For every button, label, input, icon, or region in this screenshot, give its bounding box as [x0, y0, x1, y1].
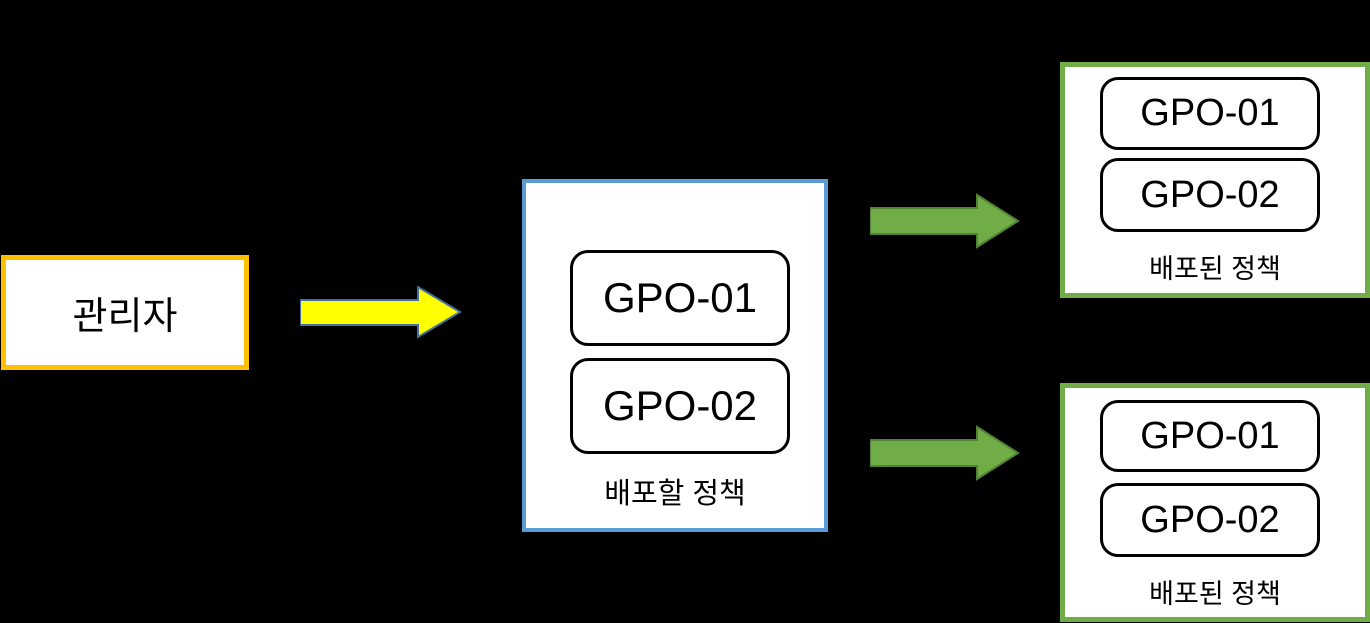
right-arrow-shape [870, 425, 1020, 481]
source-gpo-01-chip: GPO-01 [570, 250, 790, 346]
right-arrow-shape [870, 193, 1020, 249]
deployed-top-gpo-01-label: GPO-01 [1140, 92, 1280, 134]
source-policy-caption: 배포할 정책 [604, 478, 746, 510]
deployed-policy-box-top: GPO-01 GPO-02 배포된 정책 [1060, 62, 1370, 298]
source-gpo-01-label: GPO-01 [602, 274, 758, 321]
arrow-source-to-deployed-top [870, 193, 1020, 249]
admin-box: 관리자 [1, 255, 249, 370]
deployed-bottom-gpo-02-chip: GPO-02 [1100, 483, 1320, 557]
right-arrow-shape [300, 286, 462, 339]
source-gpo-02-label: GPO-02 [602, 382, 758, 429]
arrow-source-to-deployed-bottom [870, 425, 1020, 481]
deployed-bottom-gpo-01-chip: GPO-01 [1100, 400, 1320, 472]
deployed-top-caption: 배포된 정책 [1149, 254, 1281, 284]
source-policy-box: GPO-01 GPO-02 배포할 정책 [522, 179, 828, 532]
right-arrow-icon [300, 286, 462, 339]
deployed-bottom-gpo-01-label: GPO-01 [1140, 414, 1280, 457]
deployed-top-gpo-01-chip: GPO-01 [1100, 77, 1320, 150]
deployed-top-gpo-02-chip: GPO-02 [1100, 158, 1320, 232]
source-gpo-02-chip: GPO-02 [570, 358, 790, 454]
deployed-top-gpo-02-label: GPO-02 [1140, 173, 1280, 216]
right-arrow-icon [870, 193, 1020, 249]
arrow-admin-to-source [300, 286, 462, 339]
deployed-policy-box-bottom: GPO-01 GPO-02 배포된 정책 [1060, 383, 1370, 622]
deployed-bottom-gpo-02-label: GPO-02 [1140, 498, 1280, 541]
admin-label: 관리자 [72, 296, 178, 338]
right-arrow-icon [870, 425, 1020, 481]
deployed-bottom-caption: 배포된 정책 [1149, 579, 1281, 609]
